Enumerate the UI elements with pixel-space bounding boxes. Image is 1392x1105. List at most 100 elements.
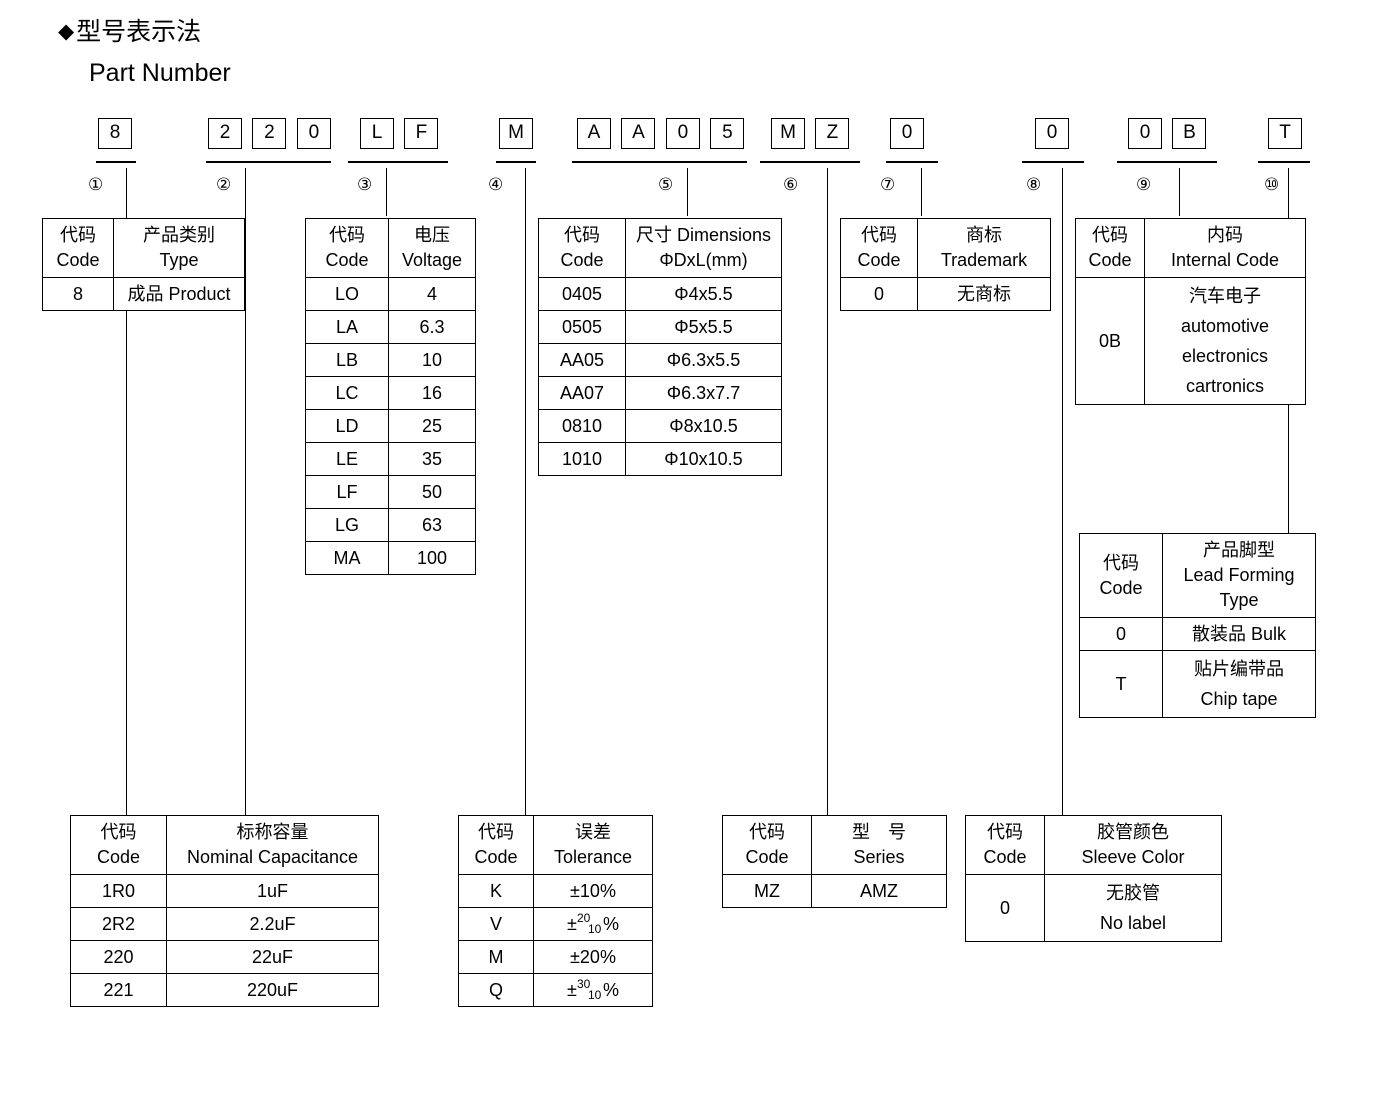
cell-code: LF <box>305 475 389 509</box>
pn-connector-5 <box>687 168 688 216</box>
table-type: 代码 Code 产品类别 Type 8 成品 Product <box>42 218 245 311</box>
cell-value: Φ6.3x7.7 <box>625 376 782 410</box>
cell-code: 0 <box>840 277 918 311</box>
cell-value: 22uF <box>166 940 379 974</box>
pn-char: 0 <box>1035 118 1069 149</box>
cell-value: 无胶管 No label <box>1044 874 1222 942</box>
pn-rule-7 <box>886 161 938 163</box>
cell-value: Φ4x5.5 <box>625 277 782 311</box>
header-voltage: 电压 Voltage <box>388 218 476 278</box>
cell-code: T <box>1079 650 1163 718</box>
header-lead-forming: 产品脚型 Lead Forming Type <box>1162 533 1316 618</box>
pn-connector-8 <box>1062 168 1063 815</box>
header-code: 代码 Code <box>70 815 167 875</box>
header-code: 代码 Code <box>538 218 626 278</box>
cell-code: LE <box>305 442 389 476</box>
pn-connector-9 <box>1179 168 1180 216</box>
pn-char: 5 <box>710 118 745 149</box>
pn-char: 0 <box>1128 118 1162 149</box>
cell-code: 0 <box>965 874 1045 942</box>
cell-code: 221 <box>70 973 167 1007</box>
tolerance-lower: 10 <box>587 921 602 936</box>
pn-index-9: ⑨ <box>1136 175 1152 194</box>
header-code: 代码 Code <box>840 218 918 278</box>
tolerance-upper: 20 <box>576 910 591 925</box>
page-title-cn-text: 型号表示法 <box>76 18 202 46</box>
table-series: 代码 Code 型 号 Series MZ AMZ <box>722 815 947 908</box>
page-title-cn: ◆型号表示法 <box>58 16 201 48</box>
table-row: 0 无胶管 No label <box>965 874 1222 942</box>
cell-value: 成品 Product <box>113 277 245 311</box>
cell-code: MA <box>305 541 389 575</box>
cell-code: 1R0 <box>70 874 167 908</box>
cell-value: 散装品 Bulk <box>1162 617 1316 651</box>
pn-index-7: ⑦ <box>880 175 896 194</box>
cell-code: LA <box>305 310 389 344</box>
header-capacitance: 标称容量 Nominal Capacitance <box>166 815 379 875</box>
cell-code: Q <box>458 973 534 1007</box>
pn-char: 0 <box>665 118 700 149</box>
pn-char: 2 <box>252 118 287 149</box>
cell-value: Φ8x10.5 <box>625 409 782 443</box>
pn-rule-4 <box>496 161 536 163</box>
table-row: 0B 汽车电子 automotive electronics cartronic… <box>1075 277 1306 405</box>
cell-code: AA07 <box>538 376 626 410</box>
pn-index-8: ⑧ <box>1026 175 1042 194</box>
cell-code: 0505 <box>538 310 626 344</box>
pn-connector-3 <box>386 168 387 216</box>
cell-code: LG <box>305 508 389 542</box>
cell-value: 6.3 <box>388 310 476 344</box>
pn-group-4: M <box>499 118 533 149</box>
pn-index-1: ① <box>88 175 104 194</box>
pn-rule-2 <box>206 161 331 163</box>
cell-value: 汽车电子 automotive electronics cartronics <box>1144 277 1306 405</box>
cell-code: AA05 <box>538 343 626 377</box>
cell-code: LB <box>305 343 389 377</box>
cell-code: M <box>458 940 534 974</box>
cell-value: 4 <box>388 277 476 311</box>
header-code: 代码 Code <box>965 815 1045 875</box>
table-row: T 贴片编带品 Chip tape <box>1079 650 1316 718</box>
cell-code: 220 <box>70 940 167 974</box>
header-sleeve-color: 胶管颜色 Sleeve Color <box>1044 815 1222 875</box>
pn-index-6: ⑥ <box>783 175 799 194</box>
cell-value: 无商标 <box>917 277 1051 311</box>
cell-value: 10 <box>388 343 476 377</box>
pn-rule-9 <box>1117 161 1217 163</box>
pn-char: A <box>621 118 656 149</box>
table-row: MZ AMZ <box>722 874 947 908</box>
pn-index-5: ⑤ <box>658 175 674 194</box>
table-sleeve-color: 代码 Code 胶管颜色 Sleeve Color 0 无胶管 No label <box>965 815 1222 942</box>
cell-value: Φ5x5.5 <box>625 310 782 344</box>
cell-code: 0810 <box>538 409 626 443</box>
pn-index-10: ⑩ <box>1264 175 1280 194</box>
pn-group-3: L F <box>360 118 439 149</box>
pn-index-2: ② <box>216 175 232 194</box>
cell-value: 35 <box>388 442 476 476</box>
cell-value: 63 <box>388 508 476 542</box>
pn-group-5: A A 0 5 <box>577 118 745 149</box>
cell-code: V <box>458 907 534 941</box>
percent-sign: % <box>602 980 619 1000</box>
cell-value: 16 <box>388 376 476 410</box>
pn-index-4: ④ <box>488 175 504 194</box>
pn-group-8: 0 <box>1035 118 1069 149</box>
header-code: 代码 Code <box>722 815 812 875</box>
pn-char: B <box>1172 118 1207 149</box>
pn-connector-1 <box>126 168 127 815</box>
plusminus-sign: ± <box>567 980 577 1000</box>
cell-value: 25 <box>388 409 476 443</box>
